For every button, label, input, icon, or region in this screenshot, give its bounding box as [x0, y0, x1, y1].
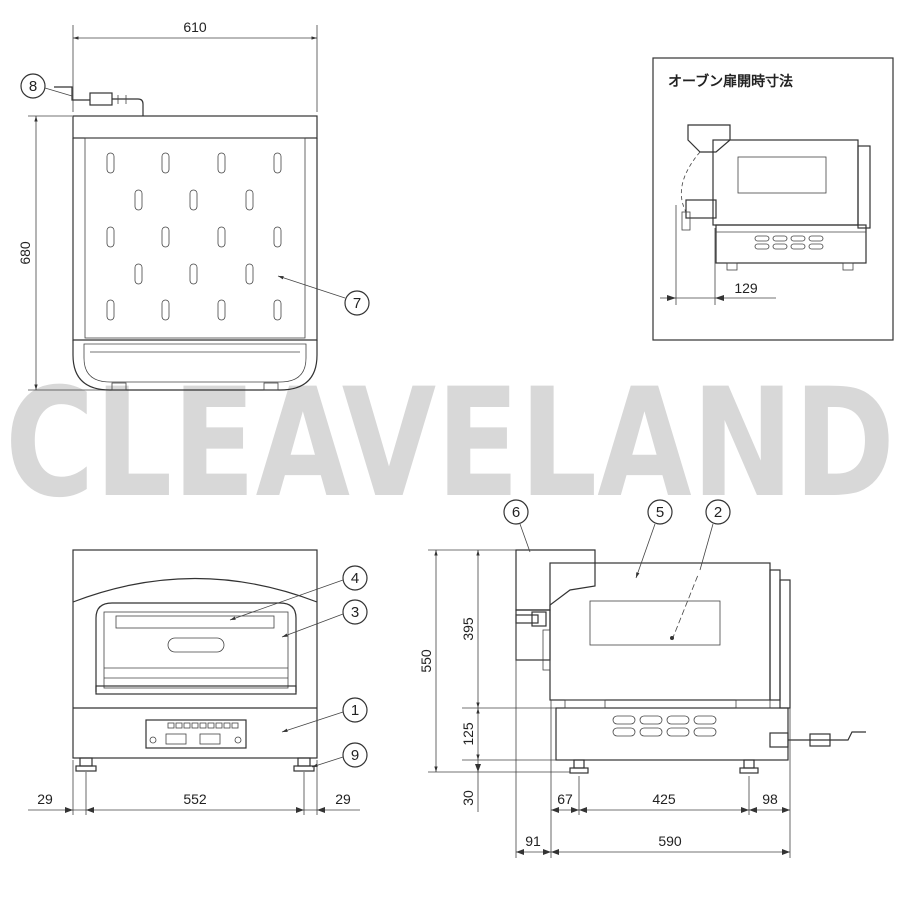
svg-text:1: 1	[351, 702, 359, 719]
callout-5: 5	[635, 499, 673, 579]
svg-text:5: 5	[656, 504, 664, 521]
door-open-inset: オーブン扉開時寸法 129	[652, 57, 894, 341]
side-right-offset: 98	[762, 791, 778, 807]
callout-2: 2	[699, 499, 731, 571]
front-right-margin: 29	[335, 791, 351, 807]
watermark-text: CLEAVELAND	[5, 357, 895, 531]
top-width-dim: 610	[183, 19, 207, 35]
top-view: 610 680	[17, 19, 318, 391]
front-between-feet: 552	[183, 791, 207, 807]
top-height-dim: 680	[17, 241, 33, 265]
svg-text:7: 7	[353, 295, 361, 312]
side-total-height: 550	[418, 649, 434, 673]
side-base-height: 125	[460, 722, 476, 746]
svg-text:6: 6	[512, 504, 520, 521]
svg-text:4: 4	[351, 570, 359, 587]
callout-4: 4	[229, 565, 368, 621]
callout-7: 7	[277, 275, 370, 316]
svg-text:3: 3	[351, 604, 359, 621]
side-rear-offset: 91	[525, 833, 541, 849]
callout-6: 6	[503, 499, 531, 553]
front-view: 29 552 29	[28, 549, 360, 815]
inset-dimension: 129	[734, 280, 758, 296]
callout-3: 3	[281, 599, 368, 638]
side-left-offset: 67	[557, 791, 573, 807]
side-foot-height: 30	[460, 790, 476, 806]
svg-text:8: 8	[29, 78, 37, 95]
side-foot-spacing: 425	[652, 791, 676, 807]
callout-1: 1	[281, 697, 368, 733]
side-depth: 590	[658, 833, 682, 849]
side-upper-height: 395	[460, 617, 476, 641]
side-view: 550 395 125 30 67 425 98 91 590	[418, 549, 866, 858]
front-left-margin: 29	[37, 791, 53, 807]
svg-text:9: 9	[351, 747, 359, 764]
callout-8: 8	[20, 73, 73, 99]
svg-text:2: 2	[714, 504, 722, 521]
inset-title: オーブン扉開時寸法	[668, 73, 793, 89]
callout-9: 9	[311, 742, 368, 768]
